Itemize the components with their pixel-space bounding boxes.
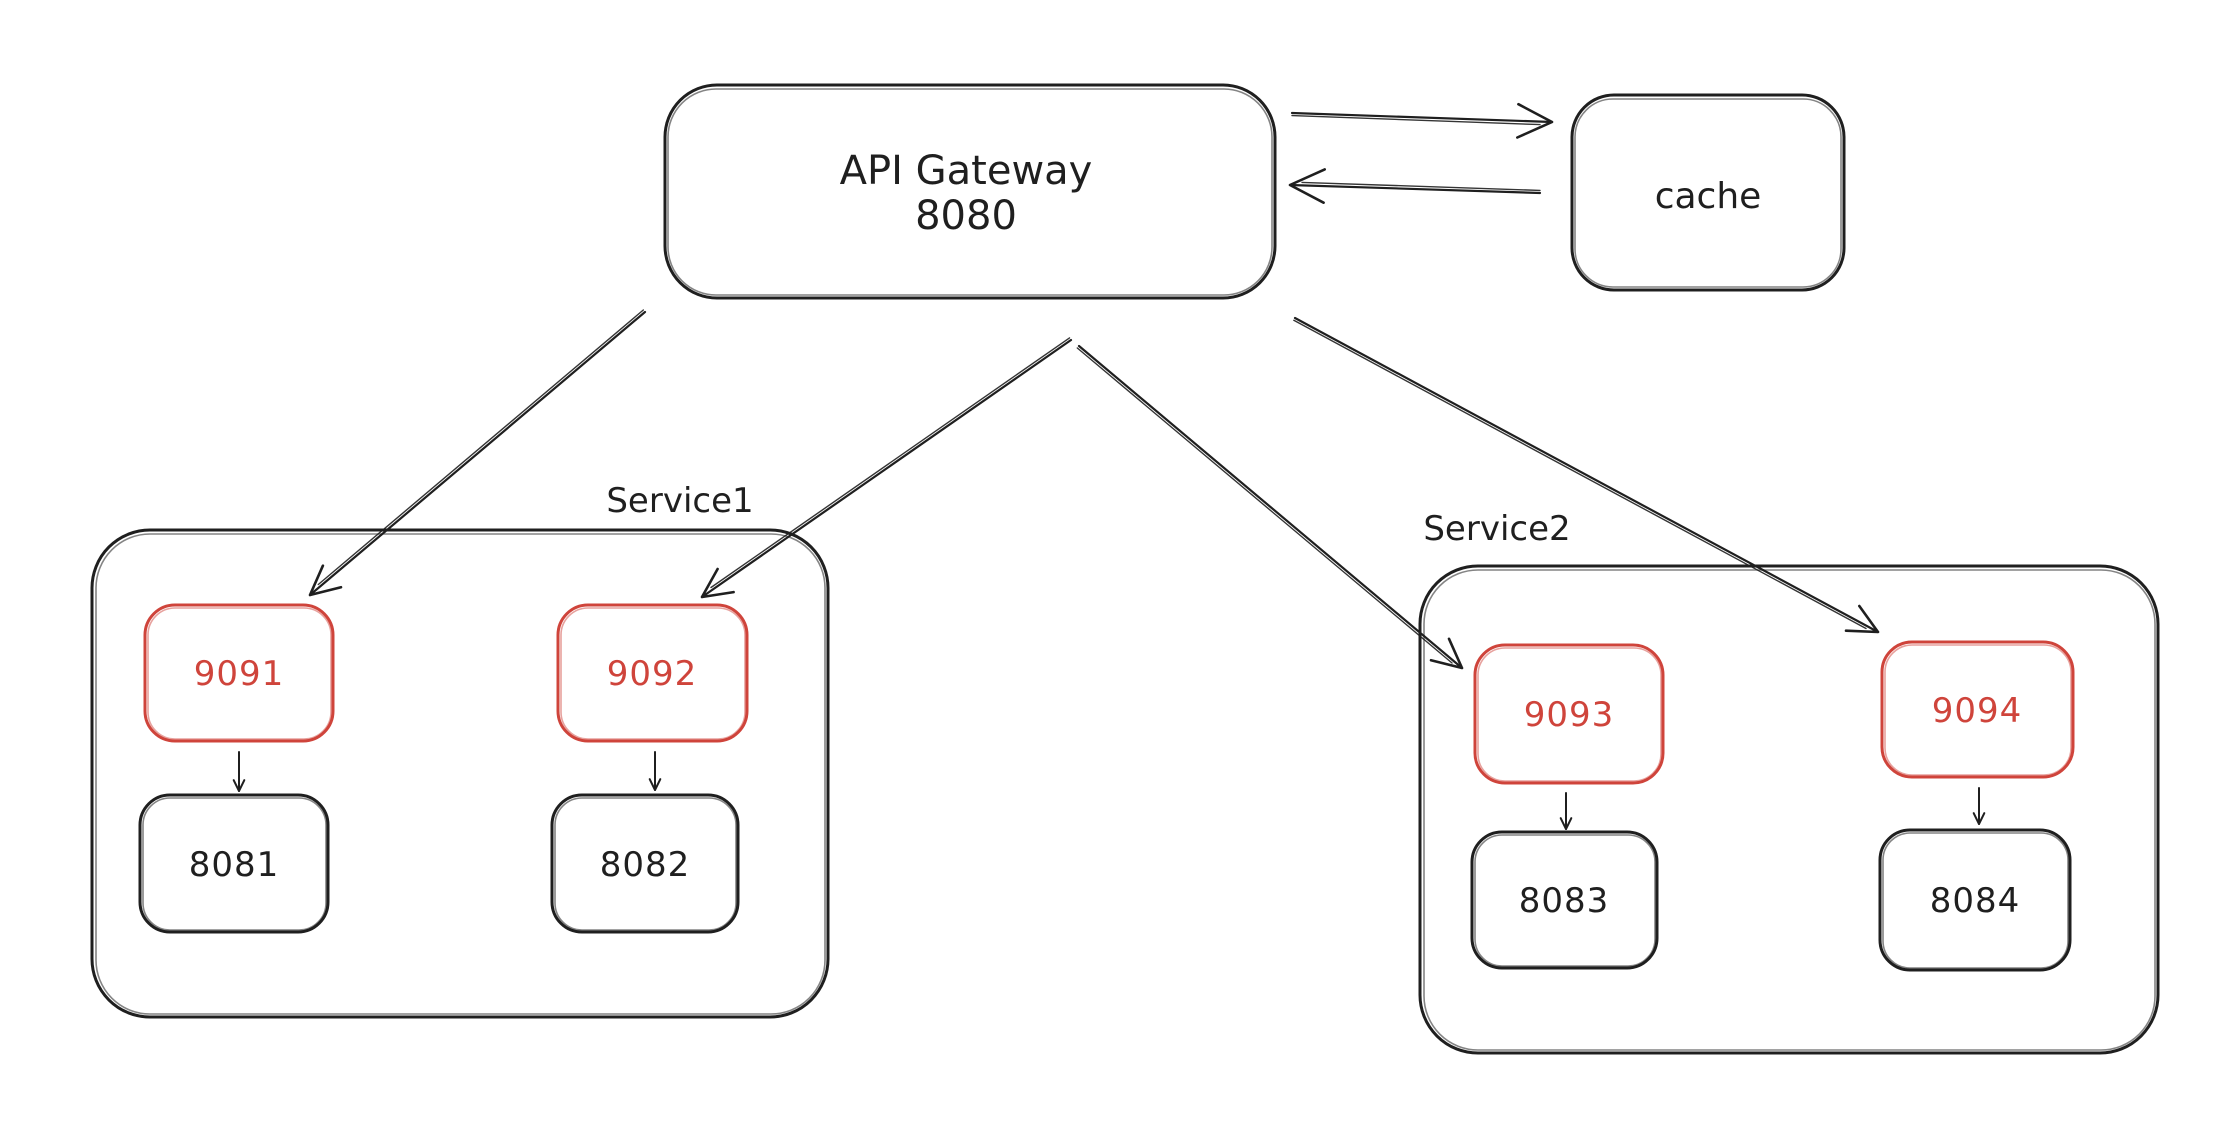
api-gateway-label: API Gateway xyxy=(840,148,1093,194)
arrow-line xyxy=(1293,316,1880,634)
port-9091-box-sketch xyxy=(147,607,332,740)
cache-node: cache xyxy=(1570,93,1846,292)
arrowhead-down-icon xyxy=(648,778,662,791)
arrow-line xyxy=(1077,344,1464,670)
forward-arrow-9094-to-8084 xyxy=(1972,787,1986,825)
service1-container: Service1 xyxy=(90,481,830,1019)
instance-9091-node: 9091 xyxy=(143,603,335,743)
port-8081-node: 8081 xyxy=(138,793,330,934)
port-9093-label: 9093 xyxy=(1524,695,1615,735)
port-9093-box xyxy=(1473,643,1665,785)
api-gateway-box xyxy=(663,83,1277,300)
port-9091-label: 9091 xyxy=(194,654,285,694)
service2-box-sketch xyxy=(1423,569,2156,1051)
arrow-line xyxy=(1290,111,1554,124)
service2-label: Service2 xyxy=(1423,509,1570,549)
port-9092-box xyxy=(556,603,749,743)
service1-box-sketch xyxy=(95,533,826,1015)
port-9091-box xyxy=(143,603,335,743)
instance-9092-node: 9092 xyxy=(556,603,749,743)
cache-box-sketch xyxy=(1574,98,1842,288)
forward-arrow-9093-to-8083 xyxy=(1559,792,1573,830)
arrowhead-down-left-icon xyxy=(308,564,343,597)
port-8084-label: 8084 xyxy=(1930,881,2021,921)
port-9094-label: 9094 xyxy=(1932,691,2023,731)
api-gateway-box-sketch xyxy=(667,88,1273,296)
port-8081-label: 8081 xyxy=(189,845,280,885)
arrow-line-sketch xyxy=(710,337,1071,589)
arrow-line-sketch xyxy=(1291,114,1541,126)
arrow-cache-to-gateway xyxy=(1288,168,1542,204)
instance-9094-node: 9094 xyxy=(1880,640,2075,779)
arrow-line xyxy=(308,310,647,597)
arrowhead-down-icon xyxy=(1972,812,1986,825)
arrowhead-down-right-icon xyxy=(1844,604,1880,634)
port-9092-box-sketch xyxy=(560,607,746,740)
arrow-line xyxy=(700,338,1073,599)
port-8084-node: 8084 xyxy=(1878,828,2072,972)
service2-container: Service2 xyxy=(1418,509,2160,1055)
forward-arrow-9091-to-8081 xyxy=(232,751,246,792)
port-8082-node: 8082 xyxy=(550,793,740,934)
arrowhead-down-icon xyxy=(1559,817,1573,830)
forward-arrow-9092-to-8082 xyxy=(648,751,662,791)
arrow-line-sketch xyxy=(1301,181,1541,192)
arrow-gateway-to-cache xyxy=(1290,102,1554,139)
port-8083-box-sketch xyxy=(1474,834,1656,967)
port-8083-label: 8083 xyxy=(1519,881,1610,921)
service1-box xyxy=(90,528,830,1019)
port-8082-box xyxy=(550,793,740,934)
arrow-line-sketch xyxy=(317,309,644,586)
port-8082-label: 8082 xyxy=(600,845,691,885)
arrow-gateway-to-9094 xyxy=(1293,316,1880,634)
port-8084-box-sketch xyxy=(1882,832,2069,969)
instance-9093-node: 9093 xyxy=(1473,643,1665,785)
arrowhead-down-icon xyxy=(232,779,246,792)
port-8083-box xyxy=(1470,830,1659,970)
port-9092-label: 9092 xyxy=(607,654,698,694)
arrow-gateway-to-9091 xyxy=(308,309,647,597)
arrow-line-sketch xyxy=(1076,347,1453,664)
port-8083-node: 8083 xyxy=(1470,830,1659,970)
port-9094-box xyxy=(1880,640,2075,779)
arrow-gateway-to-9093 xyxy=(1076,344,1464,670)
arrow-gateway-to-9092 xyxy=(700,337,1073,599)
service2-box xyxy=(1418,564,2160,1055)
port-8084-box xyxy=(1878,828,2072,972)
arrowhead-down-left-icon xyxy=(700,567,735,599)
service1-label: Service1 xyxy=(606,481,753,521)
cache-label: cache xyxy=(1655,176,1762,217)
api-gateway-port: 8080 xyxy=(915,193,1017,239)
port-8081-box xyxy=(138,793,330,934)
api-gateway-node: API Gateway 8080 xyxy=(663,83,1277,300)
arrowhead-down-right-icon xyxy=(1429,637,1464,670)
arrow-line-sketch xyxy=(1293,319,1867,630)
arrowhead-left-icon xyxy=(1288,168,1326,204)
cache-box xyxy=(1570,93,1846,292)
arrowhead-right-icon xyxy=(1516,102,1554,139)
port-9093-box-sketch xyxy=(1477,647,1662,782)
arrow-line xyxy=(1288,183,1542,195)
port-8082-box-sketch xyxy=(554,797,737,931)
port-9094-box-sketch xyxy=(1884,644,2072,776)
port-8081-box-sketch xyxy=(142,797,327,931)
